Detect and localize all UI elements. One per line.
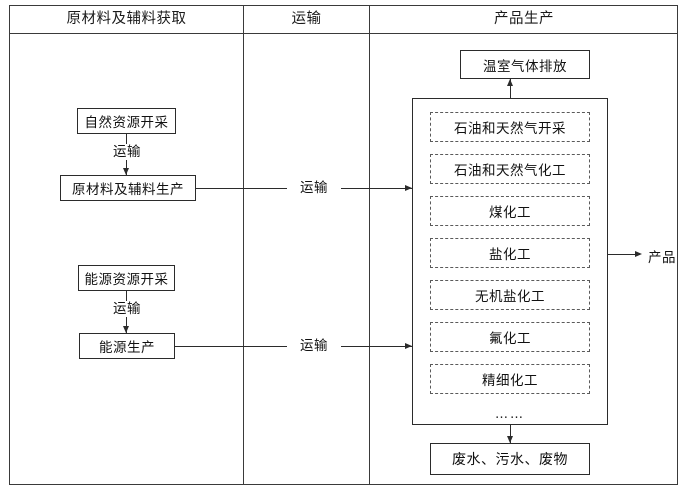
arrow-up-icon-cluster-to-emission <box>506 79 513 86</box>
cluster-item-fluorine-chemical[interactable]: 氟化工 <box>430 322 590 352</box>
header-separator-rule <box>9 33 678 34</box>
edge-label-transport-left-2: 运输 <box>100 301 154 317</box>
cluster-item-salt-chemical[interactable]: 盐化工 <box>430 238 590 268</box>
node-waste-water-sewage-solid[interactable]: 废水、污水、废物 <box>430 443 590 475</box>
edge-label-transport-mid-1: 运输 <box>287 180 341 196</box>
arrow-right-icon-transport-lower <box>405 342 412 349</box>
diagram-frame <box>9 5 678 485</box>
cluster-item-fine-chemical[interactable]: 精细化工 <box>430 364 590 394</box>
cluster-item-coal-chemical[interactable]: 煤化工 <box>430 196 590 226</box>
arrow-down-icon-natural-to-material <box>122 168 129 175</box>
node-natural-resource-extraction[interactable]: 自然资源开采 <box>77 108 176 134</box>
label-product: 产品 <box>648 250 676 266</box>
arrow-right-icon-product <box>635 250 642 257</box>
arrow-down-icon-energy-to-production <box>122 326 129 333</box>
cluster-ellipsis: …… <box>495 407 525 422</box>
node-energy-production[interactable]: 能源生产 <box>79 333 175 359</box>
node-greenhouse-gas-emission[interactable]: 温室气体排放 <box>460 50 590 79</box>
edge-label-transport-mid-2: 运输 <box>287 338 341 354</box>
connector-cluster-to-emission <box>510 79 511 98</box>
column-header-raw-materials: 原材料及辅料获取 <box>66 11 187 27</box>
connector-cluster-to-product <box>608 254 640 255</box>
cluster-item-oil-gas-extraction[interactable]: 石油和天然气开采 <box>430 112 590 142</box>
column-header-transport: 运输 <box>291 11 322 27</box>
column-divider-1 <box>243 5 244 485</box>
column-divider-2 <box>369 5 370 485</box>
arrow-down-icon-cluster-to-waste <box>506 436 513 443</box>
cluster-item-oil-gas-chemical[interactable]: 石油和天然气化工 <box>430 154 590 184</box>
arrow-right-icon-transport-upper <box>405 184 412 191</box>
node-raw-material-production[interactable]: 原材料及辅料生产 <box>60 175 196 201</box>
edge-label-transport-left-1: 运输 <box>100 144 154 160</box>
column-header-production: 产品生产 <box>494 11 554 27</box>
connector-cluster-to-waste <box>510 425 511 443</box>
node-energy-resource-extraction[interactable]: 能源资源开采 <box>78 265 175 291</box>
cluster-item-inorganic-salt-chemical[interactable]: 无机盐化工 <box>430 280 590 310</box>
